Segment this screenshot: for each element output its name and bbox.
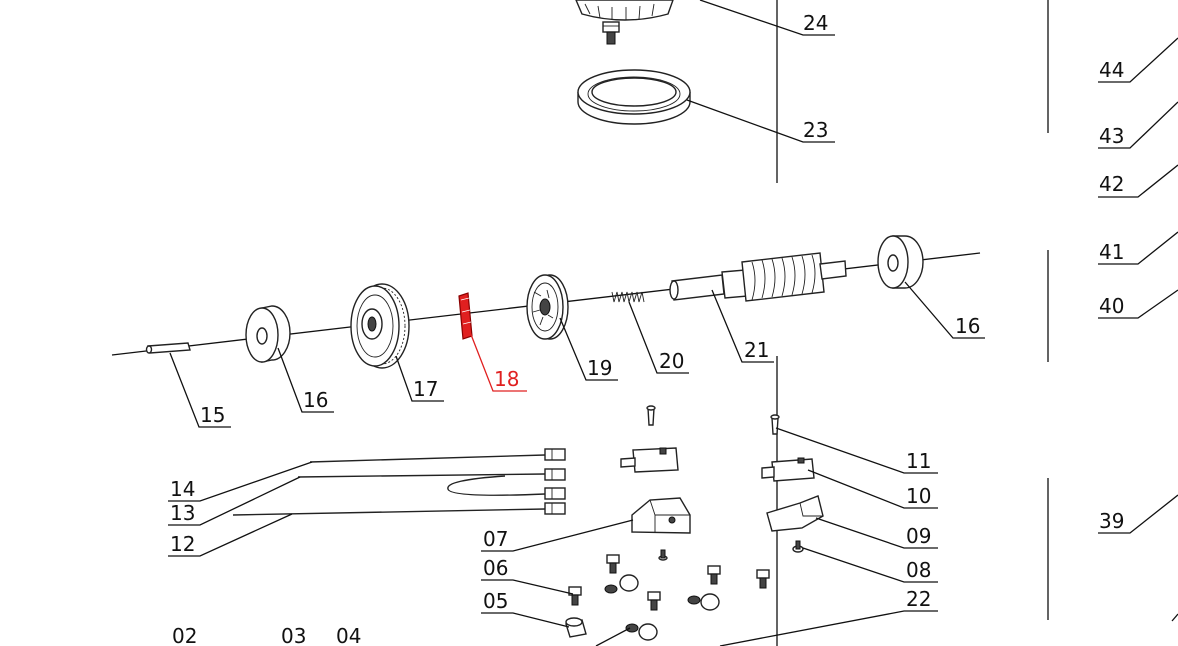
label-part-12[interactable]: 12 [170, 532, 195, 556]
cable-clip-b [687, 593, 720, 611]
label-part-02[interactable]: 02 [172, 624, 197, 646]
part-15-pin[interactable] [145, 342, 191, 354]
label-part-05[interactable]: 05 [483, 589, 508, 613]
label-part-16-right[interactable]: 16 [955, 314, 980, 338]
part-labels: 24 23 44 43 42 41 40 39 16 16 15 17 18 1… [170, 11, 1124, 646]
label-part-04[interactable]: 04 [336, 624, 361, 646]
label-part-22[interactable]: 22 [906, 587, 931, 611]
part-23-bearing-ring[interactable] [577, 69, 691, 125]
wire-harness[interactable] [232, 448, 566, 516]
part-09-lever[interactable] [766, 495, 824, 532]
screw-06 [568, 586, 582, 606]
part-24-motor-housing[interactable] [575, 0, 674, 45]
label-part-08[interactable]: 08 [906, 558, 931, 582]
microswitch-left[interactable] [620, 405, 679, 473]
cable-clip-a [604, 574, 639, 594]
label-part-44[interactable]: 44 [1099, 58, 1124, 82]
label-part-09[interactable]: 09 [906, 524, 931, 548]
label-part-15[interactable]: 15 [200, 403, 225, 427]
label-part-07[interactable]: 07 [483, 527, 508, 551]
leader-lines [168, 0, 1178, 646]
label-part-40[interactable]: 40 [1099, 294, 1124, 318]
label-part-16-left[interactable]: 16 [303, 388, 328, 412]
label-part-39[interactable]: 39 [1099, 509, 1124, 533]
part-05-cap [565, 617, 587, 638]
label-part-21[interactable]: 21 [744, 338, 769, 362]
screw-c [756, 569, 770, 589]
label-part-18-highlighted[interactable]: 18 [494, 367, 519, 391]
label-part-24[interactable]: 24 [803, 11, 828, 35]
label-part-23[interactable]: 23 [803, 118, 828, 142]
screw-b [707, 565, 721, 585]
label-part-41[interactable]: 41 [1099, 240, 1124, 264]
label-part-19[interactable]: 19 [587, 356, 612, 380]
cable-clip-c [625, 623, 658, 641]
label-part-14[interactable]: 14 [170, 477, 195, 501]
label-part-06[interactable]: 06 [483, 556, 508, 580]
part-16-left-roller[interactable] [245, 305, 291, 363]
label-part-42[interactable]: 42 [1099, 172, 1124, 196]
label-part-17[interactable]: 17 [413, 377, 438, 401]
part-18-key-highlighted[interactable] [458, 292, 473, 340]
small-hardware[interactable] [565, 549, 770, 641]
part-08-screw[interactable] [792, 540, 804, 553]
label-part-13[interactable]: 13 [170, 501, 195, 525]
part-21-worm-shaft[interactable] [669, 252, 847, 302]
part-17-large-gear[interactable] [350, 283, 410, 369]
part-10-microswitch[interactable] [761, 457, 815, 482]
part-19-clutch-hub[interactable] [526, 274, 569, 340]
label-part-11[interactable]: 11 [906, 449, 931, 473]
wire-connectors [544, 448, 566, 515]
part-16-right-roller[interactable] [877, 235, 924, 289]
label-part-43[interactable]: 43 [1099, 124, 1124, 148]
part-07-bracket[interactable] [631, 497, 691, 534]
label-part-03[interactable]: 03 [281, 624, 306, 646]
screw-d [647, 591, 661, 611]
part-11-screw[interactable] [770, 414, 780, 435]
label-part-10[interactable]: 10 [906, 484, 931, 508]
screw-a [606, 554, 620, 574]
label-part-20[interactable]: 20 [659, 349, 684, 373]
part-20-spring[interactable] [611, 291, 645, 303]
